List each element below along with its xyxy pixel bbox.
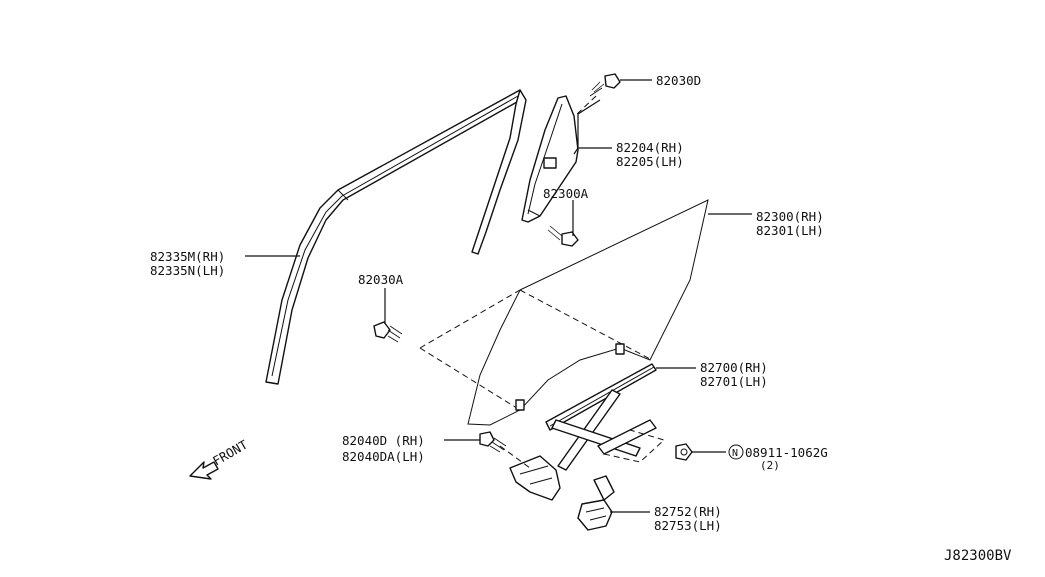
front-indicator: FRONT [189,437,250,480]
label-82753: 82753(LH) [654,518,722,533]
screw-82030d [574,73,621,117]
screw-82300a [547,225,579,247]
label-82040da: 82040DA(LH) [342,449,425,464]
label-82752: 82752(RH) [654,504,722,519]
front-arrow-icon [189,461,219,480]
label-82204: 82204(RH) [616,140,684,155]
regulator-motor [577,475,615,531]
bolt-82040d [479,431,507,453]
nut-symbol-circle [728,444,744,460]
label-08911: 08911-1062G [745,445,828,460]
front-label: FRONT [210,437,250,469]
bolt-82030a [373,321,403,343]
label-82335m: 82335M(RH) [150,249,225,264]
partition-sash [521,95,579,223]
label-82205: 82205(LH) [616,154,684,169]
part-labels: 82030D 82204(RH) 82205(LH) 82300A 82300(… [150,73,828,533]
diagram-code: J82300BV [944,548,1012,564]
label-82301: 82301(LH) [756,223,824,238]
label-82300: 82300(RH) [756,209,824,224]
label-82335n: 82335N(LH) [150,263,225,278]
label-82030a: 82030A [358,272,404,287]
nut-symbol: N [732,448,738,459]
label-82040d: 82040D (RH) [342,433,425,448]
glass-channel [545,363,657,431]
label-08911-qty: (2) [760,459,780,472]
window-regulator [499,389,665,501]
label-82700: 82700(RH) [700,360,768,375]
glass-run-channel [265,89,527,385]
leader-lines [245,79,752,513]
nut-08911 [675,443,693,461]
door-glass [419,199,709,426]
label-82030d: 82030D [656,73,701,88]
label-82701: 82701(LH) [700,374,768,389]
label-82300a: 82300A [543,186,589,201]
